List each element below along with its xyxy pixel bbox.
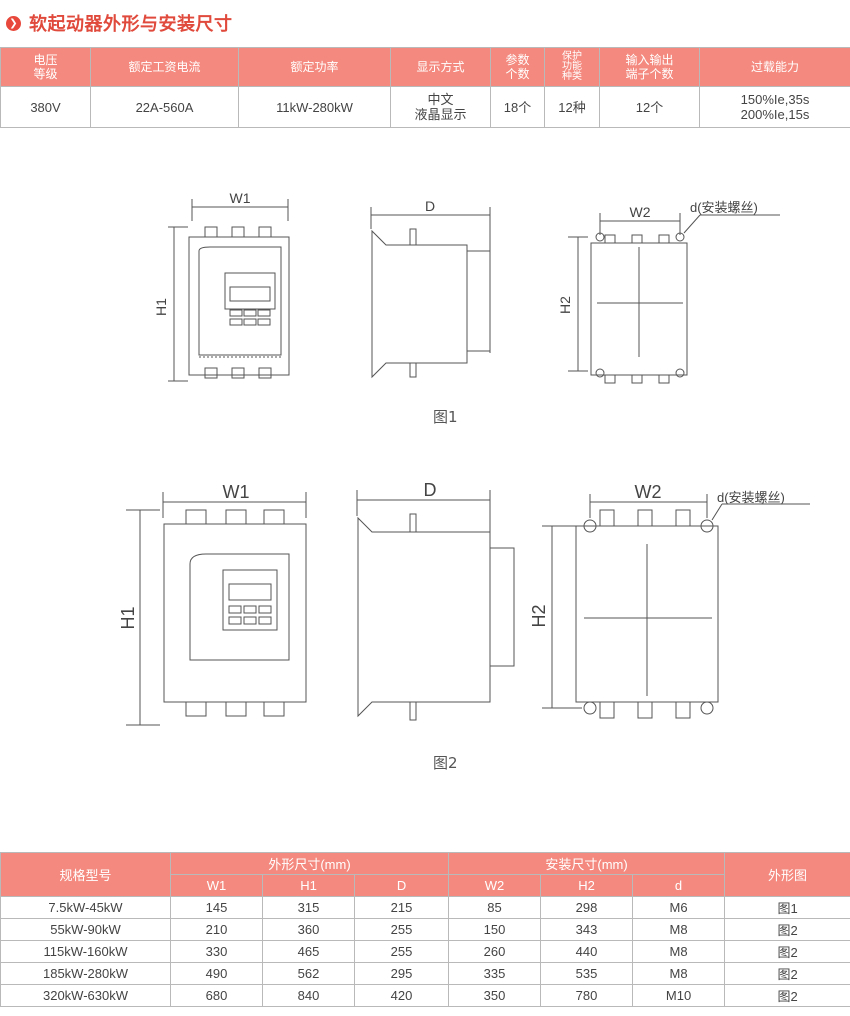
table-cell-d: 295 [353, 962, 450, 985]
spec-cell: 11kW-280kW [238, 86, 391, 128]
table-cell-w1: 330 [170, 940, 263, 963]
fig1-w2-label: W2 [630, 204, 651, 220]
fig2-w1-label: W1 [223, 482, 250, 502]
fig2-d-label: D [424, 480, 437, 500]
table-cell-fig: 图2 [724, 940, 850, 963]
spec-cell: 中文 液晶显示 [390, 86, 491, 128]
dim-header-figure: 外形图 [724, 852, 850, 897]
spec-cell: 150%Ie,35s 200%Ie,15s [699, 86, 850, 128]
spec-cell: 380V [0, 86, 91, 128]
dim-subheader: W1 [170, 874, 263, 897]
table-cell-w1: 490 [170, 962, 263, 985]
dim-header-outer: 外形尺寸(mm) [169, 852, 450, 875]
table-cell-screw: M8 [632, 940, 726, 963]
table-cell-fig: 图2 [724, 918, 850, 941]
figure1-caption: 图1 [433, 408, 458, 426]
table-cell-h1: 465 [262, 940, 355, 963]
spec-cell: 22A-560A [90, 86, 239, 128]
spec-header: 输入输出 端子个数 [599, 47, 700, 87]
spec-header: 过载能力 [699, 47, 850, 87]
table-cell-h2: 343 [540, 918, 634, 941]
spec-cell: 18个 [490, 86, 545, 128]
table-cell-h1: 315 [262, 896, 355, 919]
table-cell-d: 255 [353, 918, 450, 941]
figure1-drawing: W1 H1 D W2 H2 d(安装螺丝) [153, 190, 780, 384]
fig2-h1-label: H1 [118, 606, 138, 629]
table-cell-screw: M8 [632, 962, 726, 985]
spec-header: 额定功率 [238, 47, 391, 87]
table-cell-h1: 562 [262, 962, 355, 985]
table-cell-screw: M8 [632, 918, 726, 941]
table-cell-d: 215 [353, 896, 450, 919]
table-cell-w2: 150 [448, 918, 542, 941]
dim-subheader: H2 [540, 874, 634, 897]
table-cell-model: 7.5kW-45kW [0, 896, 171, 919]
page-title: 软起动器外形与安装尺寸 [29, 14, 233, 35]
table-cell-h2: 298 [540, 896, 634, 919]
table-cell-fig: 图1 [724, 896, 850, 919]
fig1-screw-label: d(安装螺丝) [690, 200, 758, 215]
table-cell-h2: 535 [540, 962, 634, 985]
table-cell-fig: 图2 [724, 984, 850, 1007]
spec-header: 保护 功能 种类 [544, 47, 600, 87]
figure2-drawing: W1 H1 D W2 H2 d(安装螺丝) [118, 480, 810, 726]
dimension-table: 规格型号 外形尺寸(mm) 安装尺寸(mm) 外形图 W1 H1 D W2 H2… [0, 852, 850, 1007]
fig1-h2-label: H2 [557, 296, 573, 314]
spec-header: 显示方式 [390, 47, 491, 87]
table-cell-fig: 图2 [724, 962, 850, 985]
chevron-right-icon: ❯ [6, 15, 21, 31]
spec-table: 电压 等级 额定工资电流 额定功率 显示方式 参数 个数 保护 功能 种类 输入… [0, 47, 850, 128]
table-cell-d: 420 [353, 984, 450, 1007]
table-cell-w2: 85 [448, 896, 542, 919]
table-cell-model: 320kW-630kW [0, 984, 171, 1007]
table-cell-screw: M6 [632, 896, 726, 919]
dim-subheader: D [353, 874, 450, 897]
fig1-h1-label: H1 [153, 298, 169, 316]
table-cell-w1: 210 [170, 918, 263, 941]
fig2-h2-label: H2 [529, 604, 549, 627]
dim-subheader: d [632, 874, 726, 897]
table-cell-h2: 780 [540, 984, 634, 1007]
table-cell-h1: 840 [262, 984, 355, 1007]
table-cell-h1: 360 [262, 918, 355, 941]
spec-header-row: 电压 等级 额定工资电流 额定功率 显示方式 参数 个数 保护 功能 种类 输入… [0, 47, 850, 87]
spec-cell: 12个 [599, 86, 700, 128]
spec-cell: 12种 [544, 86, 600, 128]
fig1-w1-label: W1 [230, 190, 251, 206]
table-cell-w1: 145 [170, 896, 263, 919]
table-cell-w2: 350 [448, 984, 542, 1007]
table-cell-model: 115kW-160kW [0, 940, 171, 963]
fig1-d-label: D [425, 198, 435, 214]
table-cell-model: 55kW-90kW [0, 918, 171, 941]
table-cell-d: 255 [353, 940, 450, 963]
spec-header: 电压 等级 [0, 47, 91, 87]
dim-header-install: 安装尺寸(mm) [448, 852, 726, 875]
section-heading: ❯ 软起动器外形与安装尺寸 [6, 10, 233, 36]
table-cell-w1: 680 [170, 984, 263, 1007]
table-cell-screw: M10 [632, 984, 726, 1007]
dim-header-row: 规格型号 外形尺寸(mm) 安装尺寸(mm) 外形图 [0, 852, 850, 897]
dim-subheader: H1 [262, 874, 355, 897]
spec-data-row: 380V 22A-560A 11kW-280kW 中文 液晶显示 18个 12种… [0, 86, 850, 128]
spec-header: 参数 个数 [490, 47, 545, 87]
dim-header-model: 规格型号 [0, 852, 171, 897]
table-cell-w2: 260 [448, 940, 542, 963]
table-cell-model: 185kW-280kW [0, 962, 171, 985]
table-cell-w2: 335 [448, 962, 542, 985]
spec-header: 额定工资电流 [90, 47, 239, 87]
fig2-w2-label: W2 [635, 482, 662, 502]
table-cell-h2: 440 [540, 940, 634, 963]
figure2-caption: 图2 [433, 754, 458, 772]
fig2-screw-label: d(安装螺丝) [717, 490, 785, 505]
dim-subheader: W2 [448, 874, 542, 897]
